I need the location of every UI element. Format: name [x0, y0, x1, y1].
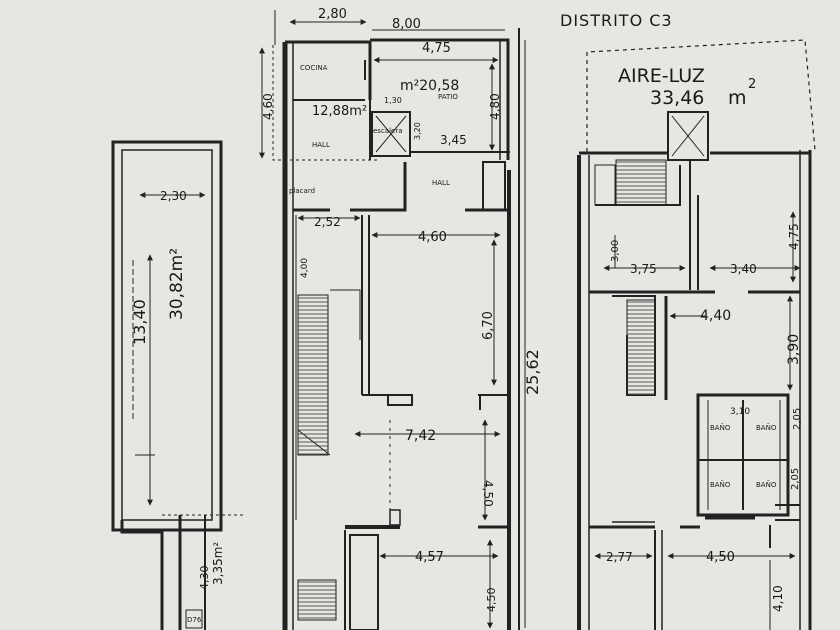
dim-6-70: 6,70: [481, 311, 496, 340]
aire-luz-superscript: 2: [748, 77, 756, 92]
dim-2-77: 2,77: [606, 550, 633, 564]
right-plan: [577, 39, 816, 630]
dim-4-75-right: 4,75: [787, 223, 801, 250]
dim-4-30: 4,30: [198, 566, 211, 591]
dim-3-10: 3,10: [730, 407, 750, 417]
dim-2-52: 2,52: [314, 215, 341, 229]
aire-luz-title: AIRE-LUZ: [618, 65, 705, 87]
dim-25-62: 25,62: [523, 349, 542, 395]
left-strip-plan: [111, 140, 245, 630]
room-label-bano-2: BAÑO: [756, 423, 777, 432]
room-label-escalera: escalera: [373, 127, 403, 135]
dim-4-50-right: 4,50: [706, 550, 735, 565]
dim-4-60-left: 4,60: [261, 93, 275, 120]
dim-3-40: 3,40: [730, 262, 757, 276]
aire-luz-area: 33,46: [650, 87, 704, 109]
room-label-cocina: COCINA: [300, 64, 328, 72]
dim-4-40: 4,40: [700, 308, 731, 324]
district-label: DISTRITO C3: [560, 11, 673, 30]
dim-4-57: 4,57: [415, 550, 444, 565]
room-label-bano-3: BAÑO: [710, 480, 731, 489]
dim-4-60: 4,60: [418, 230, 447, 245]
room-label-hall-1: HALL: [312, 141, 330, 149]
room-label-bano-4: BAÑO: [756, 480, 777, 489]
dim-4-50-low: 4,50: [485, 588, 498, 613]
drawing-labels: DISTRITO C3 AIRE-LUZ 33,46 m 2 COCINA PA…: [130, 7, 803, 624]
area-patio: m²20,58: [400, 78, 459, 94]
dim-4-10: 4,10: [771, 585, 785, 612]
room-label-patio: PATIO: [438, 93, 458, 101]
aire-luz-label: AIRE-LUZ 33,46 m 2: [618, 65, 756, 109]
middle-main-plan: [259, 10, 526, 630]
area-small: 3,35m²: [211, 542, 225, 585]
dim-7-42: 7,42: [405, 428, 436, 444]
dim-4-50-mid: 4,50: [481, 480, 495, 507]
dim-2-05-b: 2,05: [790, 468, 801, 490]
dim-3-20-small: 3,20: [413, 122, 422, 140]
dim-3-45: 3,45: [440, 133, 467, 147]
room-label-bano-1: BAÑO: [710, 423, 731, 432]
dim-3-00: 3,00: [610, 240, 621, 262]
room-label-d76: D76: [187, 616, 202, 624]
dim-3-90: 3,90: [786, 334, 802, 365]
dim-2-80: 2,80: [318, 7, 347, 22]
dim-13-40: 13,40: [130, 299, 149, 345]
room-label-hall-2: HALL: [432, 179, 450, 187]
dim-4-80: 4,80: [488, 93, 502, 120]
dim-4-75-top: 4,75: [422, 41, 451, 56]
dim-8-00: 8,00: [392, 17, 421, 32]
dim-2-30: 2,30: [160, 189, 187, 203]
room-label-placard: placard: [289, 187, 315, 195]
area-strip: 30,82m²: [167, 248, 187, 320]
dim-1-30: 1,30: [384, 96, 402, 105]
dim-4-00: 4,00: [300, 258, 310, 278]
dim-3-75: 3,75: [630, 262, 657, 276]
dim-2-05-a: 2,05: [792, 408, 803, 430]
area-hall: 12,88m²: [312, 104, 367, 119]
aire-luz-unit: m: [728, 87, 747, 109]
